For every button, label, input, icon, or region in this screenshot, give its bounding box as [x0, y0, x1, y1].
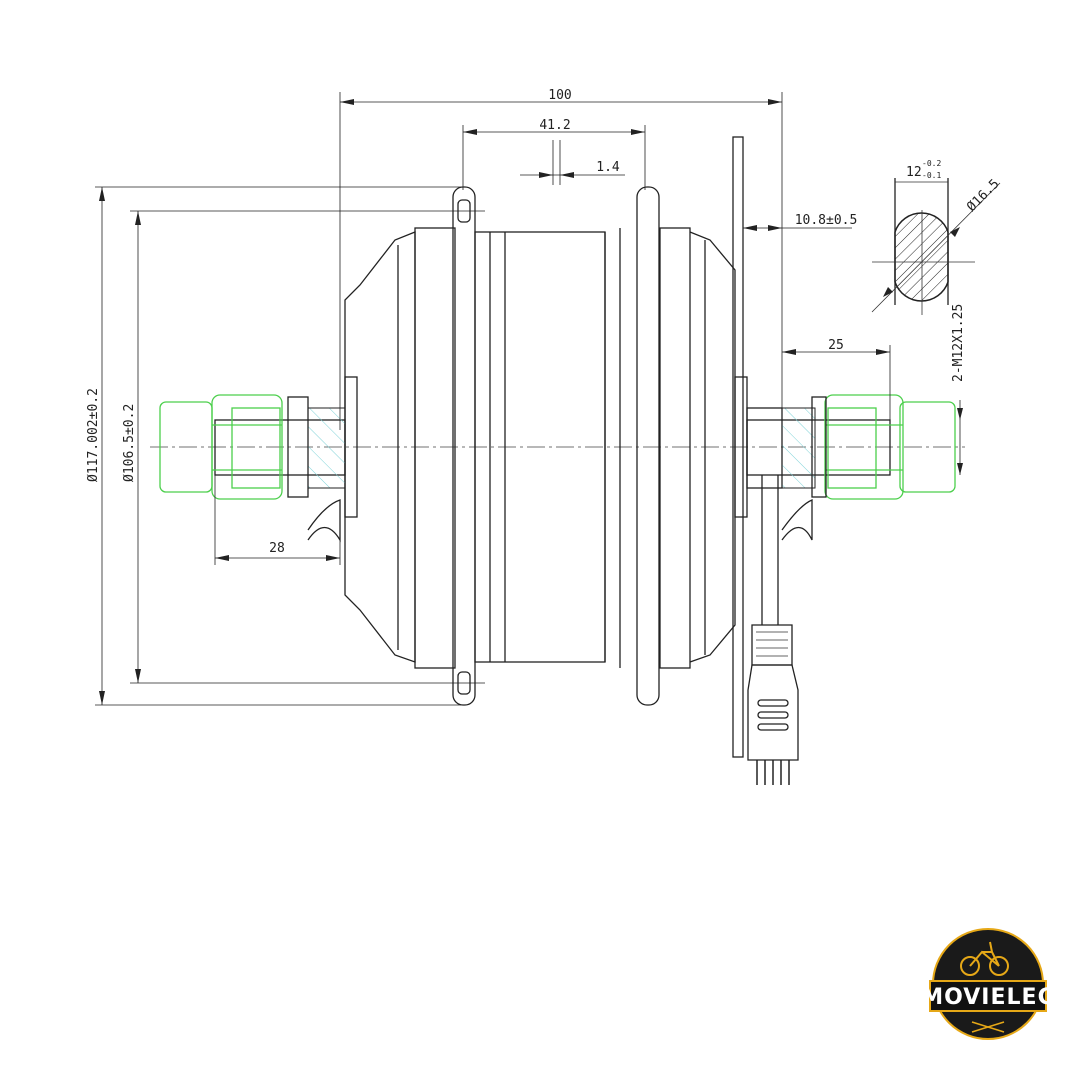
motor-cable-connector	[747, 475, 799, 785]
dim-disc-offset: 10.8±0.5	[795, 213, 858, 228]
right-axle	[746, 407, 891, 541]
dim-body-diameter: Ø106.5±0.2	[122, 404, 137, 482]
left-axle-nut	[159, 394, 309, 500]
dim-flat-tol-upper: -0.2	[922, 159, 941, 168]
dim-flat-width: 12	[906, 165, 922, 180]
logo-text: MOVIELEC	[921, 985, 1054, 1010]
hub-body	[344, 186, 748, 706]
dimension-arrows	[99, 99, 963, 705]
disc-plate	[732, 136, 744, 758]
dim-gap: 1.4	[596, 160, 620, 175]
dim-shell-width: 41.2	[539, 118, 570, 133]
dimension-lines	[95, 92, 961, 706]
axle-cross-section	[871, 178, 1001, 315]
right-axle-nut	[811, 394, 956, 500]
dim-axle-diameter: Ø16.5	[964, 177, 1002, 215]
movielec-logo: MOVIELEC	[921, 928, 1054, 1040]
dim-left-axle-length: 28	[269, 541, 285, 556]
dim-flat-tol-lower: -0.1	[922, 171, 941, 180]
tools-icon	[971, 1021, 1005, 1033]
bicycle-icon	[960, 941, 1009, 976]
left-axle	[214, 407, 346, 543]
dim-thread: 2-M12X1.25	[951, 304, 966, 382]
dim-flange-diameter: Ø117.002±0.2	[86, 388, 101, 482]
dim-overall-width: 100	[548, 88, 571, 103]
dim-right-axle-length: 25	[828, 338, 844, 353]
